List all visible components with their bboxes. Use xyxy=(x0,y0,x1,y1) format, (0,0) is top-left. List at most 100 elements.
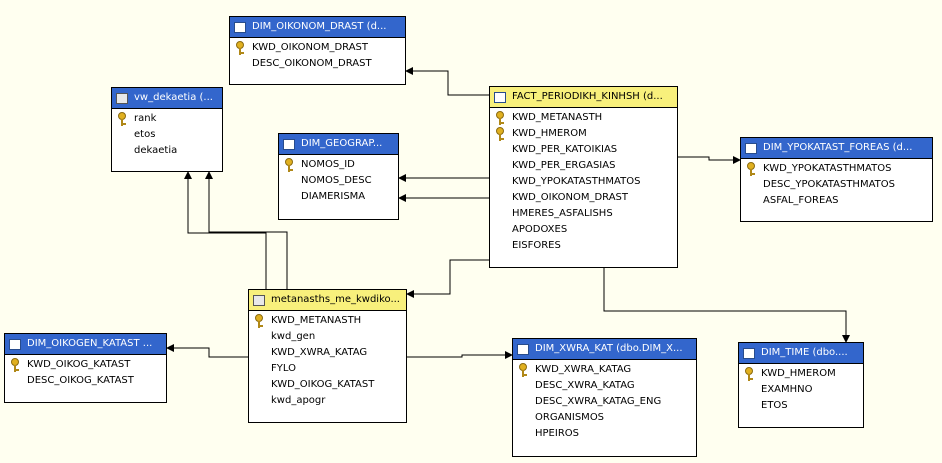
column-row[interactable]: kwd_apogr xyxy=(249,393,406,409)
column-name: NOMOS_DESC xyxy=(301,175,372,186)
relationship-fact-to-ypokatast-foreas xyxy=(678,156,741,164)
table-dim-xwra-kat[interactable]: DIM_XWRA_KAT (dbo.DIM_X... KWD_XWRA_KATAG… xyxy=(512,338,697,457)
table-title: DIM_OIKOGEN_KATAST ... xyxy=(27,338,153,349)
table-title: FACT_PERIODIKH_KINHSH (d... xyxy=(512,91,663,102)
column-row[interactable]: KWD_HMEROM xyxy=(739,366,863,382)
column-name: kwd_apogr xyxy=(271,395,326,406)
column-name: KWD_XWRA_KATAG xyxy=(535,364,632,375)
table-title: DIM_YPOKATAST_FOREAS (d... xyxy=(763,142,913,153)
column-row[interactable]: KWD_OIKOG_KATAST xyxy=(249,377,406,393)
column-row[interactable]: APODOXES xyxy=(490,222,677,238)
column-row[interactable]: KWD_OIKONOM_DRAST xyxy=(230,40,405,56)
column-name: DESC_YPOKATASTHMATOS xyxy=(763,179,895,190)
column-list: KWD_OIKOG_KATAST DESC_OIKOG_KATAST xyxy=(5,355,166,389)
primary-key-icon xyxy=(234,41,246,55)
column-row[interactable]: ASFAL_FOREAS xyxy=(741,193,932,209)
column-row[interactable]: DIAMERISMA xyxy=(279,189,398,205)
column-row[interactable]: NOMOS_DESC xyxy=(279,173,398,189)
relationship-metanasths-to-oikogen-katast xyxy=(166,344,249,358)
column-name: KWD_PER_ERGASIAS xyxy=(512,160,616,171)
column-list: rank etos dekaetia xyxy=(112,109,222,159)
column-list: KWD_HMEROM EXAMHNO ETOS xyxy=(739,364,863,414)
column-row[interactable]: DESC_OIKONOM_DRAST xyxy=(230,56,405,72)
column-name: KWD_YPOKATASTHMATOS xyxy=(512,176,641,187)
table-dim-oikogen-katast[interactable]: DIM_OIKOGEN_KATAST ... KWD_OIKOG_KATAST DE… xyxy=(4,333,167,403)
column-name: DESC_OIKONOM_DRAST xyxy=(252,58,372,69)
view-icon xyxy=(253,294,265,306)
column-row[interactable]: KWD_METANASTH xyxy=(490,110,677,126)
column-row[interactable]: NOMOS_ID xyxy=(279,157,398,173)
column-name: kwd_gen xyxy=(271,331,316,342)
column-name: NOMOS_ID xyxy=(301,159,355,170)
table-dim-ypokatast-foreas[interactable]: DIM_YPOKATAST_FOREAS (d... KWD_YPOKATASTH… xyxy=(740,137,933,222)
table-header[interactable]: DIM_OIKOGEN_KATAST ... xyxy=(5,334,166,355)
table-dim-geograp[interactable]: DIM_GEOGRAP... NOMOS_ID NOMOS_DESC DIAMERIS… xyxy=(278,133,399,220)
column-name: KWD_PER_KATOIKIAS xyxy=(512,144,618,155)
table-dim-oikonom-drast[interactable]: DIM_OIKONOM_DRAST (d... KWD_OIKONOM_DRAST… xyxy=(229,16,406,85)
primary-key-icon xyxy=(253,314,265,328)
column-row[interactable]: dekaetia xyxy=(112,143,222,159)
table-header[interactable]: DIM_OIKONOM_DRAST (d... xyxy=(230,17,405,38)
column-name: etos xyxy=(134,129,156,140)
table-vw-dekaetia[interactable]: vw_dekaetia (... rank etos dekaetia xyxy=(111,87,223,172)
column-name: HMERES_ASFALISHS xyxy=(512,208,613,219)
column-row[interactable]: KWD_PER_ERGASIAS xyxy=(490,158,677,174)
column-name: ETOS xyxy=(761,400,788,411)
column-row[interactable]: DESC_YPOKATASTHMATOS xyxy=(741,177,932,193)
table-title: DIM_TIME (dbo.... xyxy=(761,347,848,358)
column-name: KWD_METANASTH xyxy=(512,112,603,123)
column-row[interactable]: KWD_XWRA_KATAG xyxy=(249,345,406,361)
column-row[interactable]: HMERES_ASFALISHS xyxy=(490,206,677,222)
table-icon xyxy=(743,347,755,359)
table-header[interactable]: DIM_YPOKATAST_FOREAS (d... xyxy=(741,138,932,159)
column-row[interactable]: KWD_PER_KATOIKIAS xyxy=(490,142,677,158)
table-header[interactable]: vw_dekaetia (... xyxy=(112,88,222,109)
table-fact-periodikh-kinhsh[interactable]: FACT_PERIODIKH_KINHSH (d... KWD_METANASTH… xyxy=(489,86,678,268)
column-row[interactable]: etos xyxy=(112,127,222,143)
column-row[interactable]: kwd_gen xyxy=(249,329,406,345)
column-row[interactable]: KWD_YPOKATASTHMATOS xyxy=(741,161,932,177)
column-row[interactable]: ETOS xyxy=(739,398,863,414)
column-row[interactable]: KWD_HMEROM xyxy=(490,126,677,142)
column-name: KWD_OIKOG_KATAST xyxy=(27,359,131,370)
table-icon xyxy=(283,138,295,150)
column-row[interactable]: EISFORES xyxy=(490,238,677,254)
column-row[interactable]: HPEIROS xyxy=(513,426,696,442)
column-row[interactable]: DESC_XWRA_KATAG_ENG xyxy=(513,394,696,410)
column-list: KWD_OIKONOM_DRAST DESC_OIKONOM_DRAST xyxy=(230,38,405,72)
column-name: KWD_YPOKATASTHMATOS xyxy=(763,163,892,174)
column-row[interactable]: rank xyxy=(112,111,222,127)
column-row[interactable]: DESC_OIKOG_KATAST xyxy=(5,373,166,389)
table-title: DIM_XWRA_KAT (dbo.DIM_X... xyxy=(535,343,683,354)
column-row[interactable]: KWD_XWRA_KATAG xyxy=(513,362,696,378)
table-icon xyxy=(234,21,246,33)
column-row[interactable]: KWD_OIKOG_KATAST xyxy=(5,357,166,373)
table-title: metanasths_me_kwdiko... xyxy=(271,294,400,305)
table-header[interactable]: DIM_GEOGRAP... xyxy=(279,134,398,155)
relationship-metanasths-to-dekaetia-1 xyxy=(184,171,267,289)
primary-key-icon xyxy=(745,162,757,176)
table-header[interactable]: DIM_TIME (dbo.... xyxy=(739,343,863,364)
relationship-fact-to-metanasths xyxy=(406,259,489,298)
column-row[interactable]: KWD_YPOKATASTHMATOS xyxy=(490,174,677,190)
column-row[interactable]: DESC_XWRA_KATAG xyxy=(513,378,696,394)
table-header[interactable]: FACT_PERIODIKH_KINHSH (d... xyxy=(490,87,677,108)
column-name: DESC_OIKOG_KATAST xyxy=(27,375,134,386)
primary-key-icon xyxy=(116,112,128,126)
column-row[interactable]: ORGANISMOS xyxy=(513,410,696,426)
column-name: DESC_XWRA_KATAG_ENG xyxy=(535,396,662,407)
table-title: DIM_OIKONOM_DRAST (d... xyxy=(252,21,387,32)
column-row[interactable]: KWD_OIKONOM_DRAST xyxy=(490,190,677,206)
column-row[interactable]: FYLO xyxy=(249,361,406,377)
table-header[interactable]: DIM_XWRA_KAT (dbo.DIM_X... xyxy=(513,339,696,360)
column-row[interactable]: KWD_METANASTH xyxy=(249,313,406,329)
column-name: KWD_HMEROM xyxy=(512,128,587,139)
column-name: KWD_HMEROM xyxy=(761,368,836,379)
table-metanasths-me-kwdiko[interactable]: metanasths_me_kwdiko... KWD_METANASTH kwd_… xyxy=(248,289,407,423)
table-dim-time[interactable]: DIM_TIME (dbo.... KWD_HMEROM EXAMHNO ETOS xyxy=(738,342,864,428)
table-header[interactable]: metanasths_me_kwdiko... xyxy=(249,290,406,311)
primary-key-icon xyxy=(9,358,21,372)
column-row[interactable]: EXAMHNO xyxy=(739,382,863,398)
